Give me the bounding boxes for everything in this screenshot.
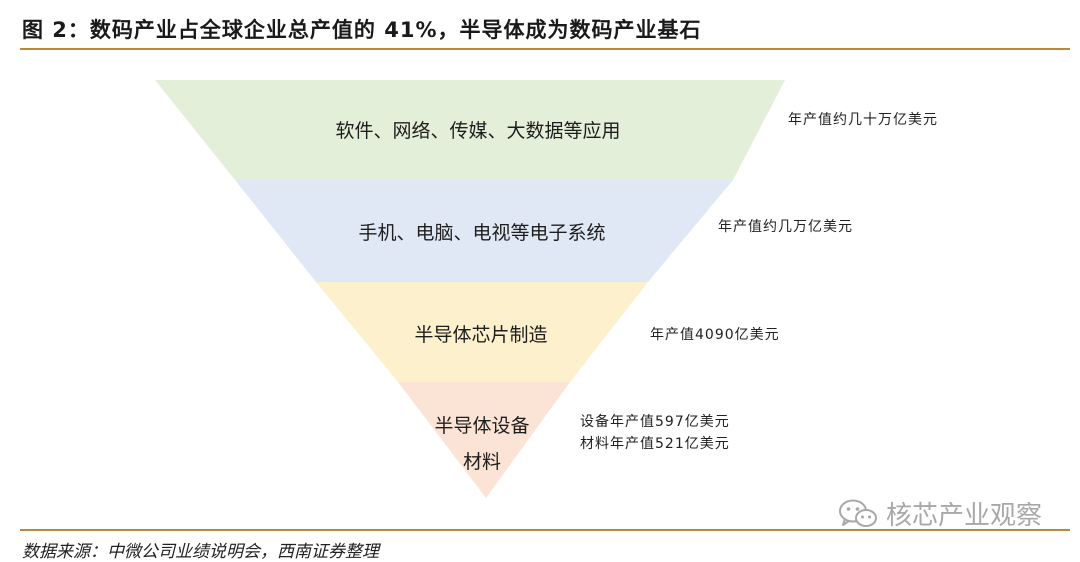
source-note: 数据来源：中微公司业绩说明会，西南证券整理: [22, 542, 379, 562]
note-applications: 年产值约几十万亿美元: [788, 112, 938, 128]
layer-label-materials: 材料: [462, 451, 502, 473]
layer-label-equipment: 半导体设备: [434, 415, 530, 437]
layer-label-applications: 软件、网络、传媒、大数据等应用: [335, 120, 621, 142]
watermark: 核芯产业观察: [838, 495, 1042, 532]
wechat-icon: [839, 499, 877, 527]
layer-label-chip-manufacturing: 半导体芯片制造: [414, 324, 548, 346]
bottom-divider: [20, 529, 1070, 531]
top-divider: [20, 48, 1070, 50]
layer-chip-manufacturing: [316, 282, 648, 382]
layer-applications: [155, 80, 785, 180]
layer-label-electronic-systems: 手机、电脑、电视等电子系统: [358, 222, 606, 244]
watermark-text: 核芯产业观察: [886, 501, 1043, 531]
layer-equipment-materials: [398, 382, 570, 498]
note-electronic-systems: 年产值约几万亿美元: [718, 219, 853, 235]
note-chip-manufacturing: 年产值4090亿美元: [650, 327, 780, 343]
note-materials: 材料年产值521亿美元: [580, 436, 730, 452]
note-equipment: 设备年产值597亿美元: [580, 414, 730, 430]
figure-title: 图 2：数码产业占全球企业总产值的 41%，半导体成为数码产业基石: [22, 18, 702, 42]
layer-electronic-systems: [235, 180, 733, 282]
